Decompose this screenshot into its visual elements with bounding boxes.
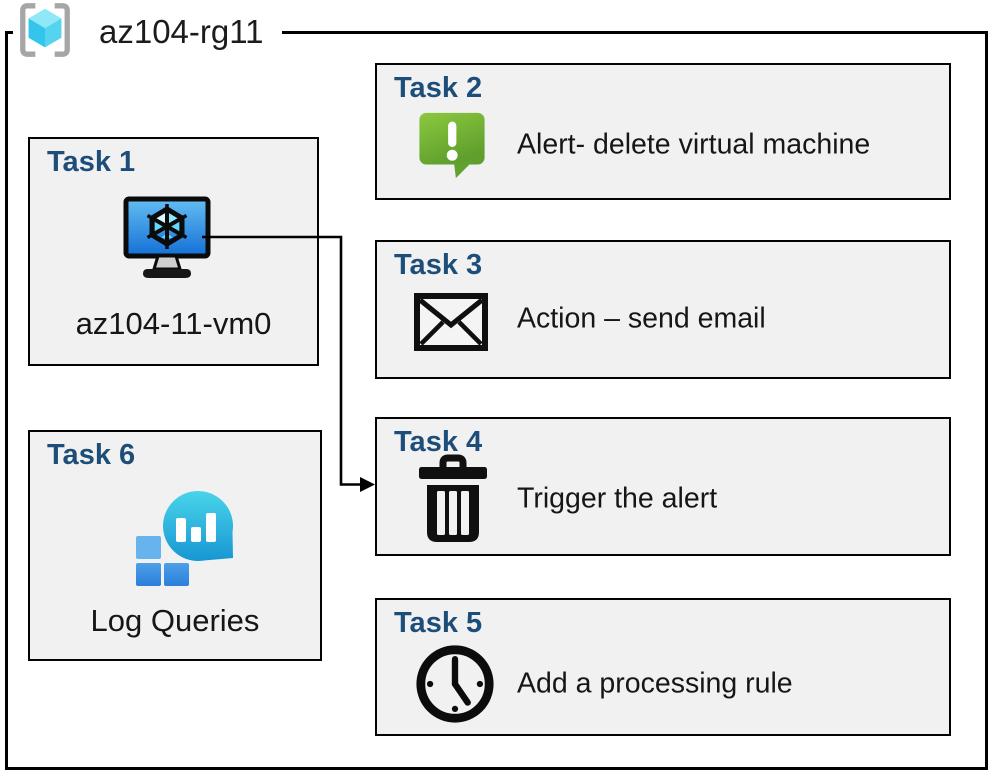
task-3-label: Action – send email — [517, 302, 766, 335]
task-5-box: Task 5 Add a processing rule — [375, 598, 951, 736]
task-6-title: Task 6 — [47, 439, 136, 471]
task-2-box: Task 2 Alert- delete virtual machine — [375, 63, 951, 200]
resource-group-header: az104-rg11 — [13, 1, 282, 63]
virtual-machine-icon — [122, 195, 212, 292]
task-2-label: Alert- delete virtual machine — [517, 128, 871, 161]
task-6-label: Log Queries — [90, 603, 260, 638]
task-5-label: Add a processing rule — [517, 667, 793, 700]
alert-message-icon — [417, 109, 487, 186]
resource-group-frame — [5, 31, 988, 770]
task-3-box: Task 3 Action – send email — [375, 240, 951, 379]
task-4-title: Task 4 — [394, 426, 483, 458]
resource-group-icon — [15, 1, 75, 64]
trash-icon — [417, 454, 489, 549]
task-6-box: Task 6 Log Queries — [28, 430, 322, 661]
task-1-box: Task 1 — [28, 137, 319, 366]
resource-group-name: az104-rg11 — [99, 13, 264, 50]
task-5-title: Task 5 — [394, 607, 483, 639]
task-4-box: Task 4 Trigger the alert — [375, 417, 951, 556]
task-3-title: Task 3 — [394, 249, 483, 281]
log-queries-icon — [133, 487, 237, 592]
task-1-title: Task 1 — [47, 146, 136, 178]
task-2-title: Task 2 — [394, 72, 483, 104]
clock-icon — [413, 642, 497, 731]
email-envelope-icon — [414, 293, 488, 356]
task-4-label: Trigger the alert — [517, 482, 718, 515]
task-1-label: az104-11-vm0 — [75, 306, 272, 341]
